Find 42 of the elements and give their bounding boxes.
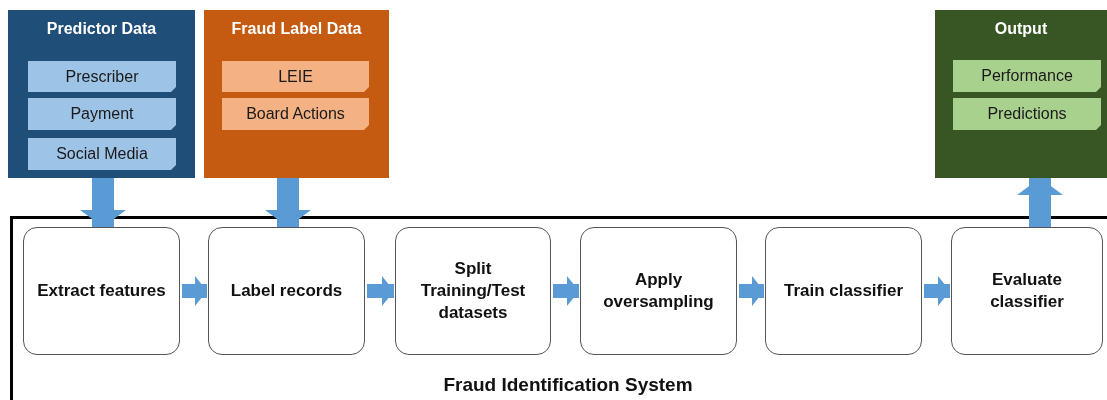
node-text: Board Actions [246,105,345,123]
data-item [28,98,176,130]
node-text: Predictor Data [45,20,158,38]
node-text: Apply oversampling [602,268,715,313]
block-arrow [182,276,207,306]
process-box [580,227,737,355]
block-arrow [924,276,950,306]
system-frame [10,216,1107,400]
node-text: Social Media [56,145,148,163]
process-box [395,227,551,355]
block-arrow [367,276,394,306]
node-text: Output [993,20,1049,38]
data-item [222,61,369,92]
node-text: Train classifier [783,279,904,302]
data-item [953,60,1101,92]
node-text: Fraud Label Data [230,20,363,38]
node-text: Predictions [987,105,1067,123]
block-arrow [80,178,126,227]
node-text: Label records [230,279,343,302]
data-item [222,98,369,130]
process-box [23,227,180,355]
category-panel [935,10,1107,178]
category-panel [8,10,195,178]
node-text: LEIE [278,67,313,86]
node-text: Fraud Identification System [442,374,694,396]
block-arrow [265,178,311,227]
data-item [28,61,176,92]
data-item [953,98,1101,130]
block-arrow [1017,178,1063,227]
block-arrow [739,276,764,306]
node-text: Prescriber [65,67,139,86]
category-panel [204,10,389,178]
process-box [208,227,365,355]
block-arrow [553,276,579,306]
node-text: Payment [70,105,134,123]
node-text: Split Training/Test datasets [419,257,527,325]
node-text: Evaluate classifier [989,268,1065,313]
node-text: Performance [981,67,1073,85]
process-box [765,227,922,355]
node-text: Extract features [37,279,166,302]
data-item [28,138,176,170]
process-box [951,227,1103,355]
